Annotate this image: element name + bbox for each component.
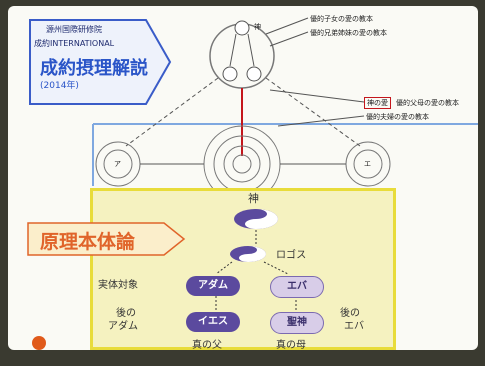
true-father-label: 真の父 [192, 340, 222, 351]
title-arrow-shape [29, 19, 172, 105]
panel-title: 原理本体論 [40, 231, 136, 253]
later-eve-line2: エバ [344, 321, 364, 332]
diagram-node-right: エ [364, 160, 371, 168]
app-logo-icon[interactable] [32, 336, 46, 350]
true-mother-label: 真の母 [276, 340, 306, 351]
panel-title-block: 原理本体論 [26, 221, 186, 257]
panel-logos-label: ロゴス [276, 250, 307, 261]
diagram-node-left: ア [114, 160, 121, 168]
title-line-1: 源州国際研修院 [46, 25, 102, 34]
title-line-4: (2014年) [40, 81, 79, 91]
principle-diagram [215, 209, 297, 310]
diagram-node-top: 神 [254, 23, 261, 31]
adam-pill: アダム [186, 276, 240, 296]
presentation-screen: 源州国際研修院 成約INTERNATIONAL 成約摂理解説 (2014年) [8, 6, 478, 351]
panel-title-arrow [27, 222, 186, 256]
eve-pill: エバ [270, 276, 324, 298]
label-gods-love: 神の愛 [364, 97, 391, 109]
title-line-3: 成約摂理解説 [40, 58, 148, 79]
later-adam-line2: アダム [108, 321, 138, 332]
label-sibling-love: 優的兄弟姉妹の愛の教本 [310, 29, 387, 37]
later-eve-line1: 後の [340, 308, 360, 319]
title-line-2: 成約INTERNATIONAL [34, 39, 115, 48]
holy-spirit-pill: 聖神 [270, 312, 324, 334]
title-block: 源州国際研修院 成約INTERNATIONAL 成約摂理解説 (2014年) [28, 18, 173, 106]
panel-substantial-object: 実体対象 [98, 280, 138, 291]
label-parent-love: 優的父母の愛の教本 [396, 99, 459, 107]
jesus-pill: イエス [186, 312, 240, 332]
label-child-love: 優的子女の愛の教本 [310, 15, 373, 23]
label-spouse-love: 優的夫婦の愛の教本 [366, 113, 429, 121]
later-adam-line1: 後の [116, 308, 136, 319]
panel-god-label: 神 [248, 192, 259, 205]
